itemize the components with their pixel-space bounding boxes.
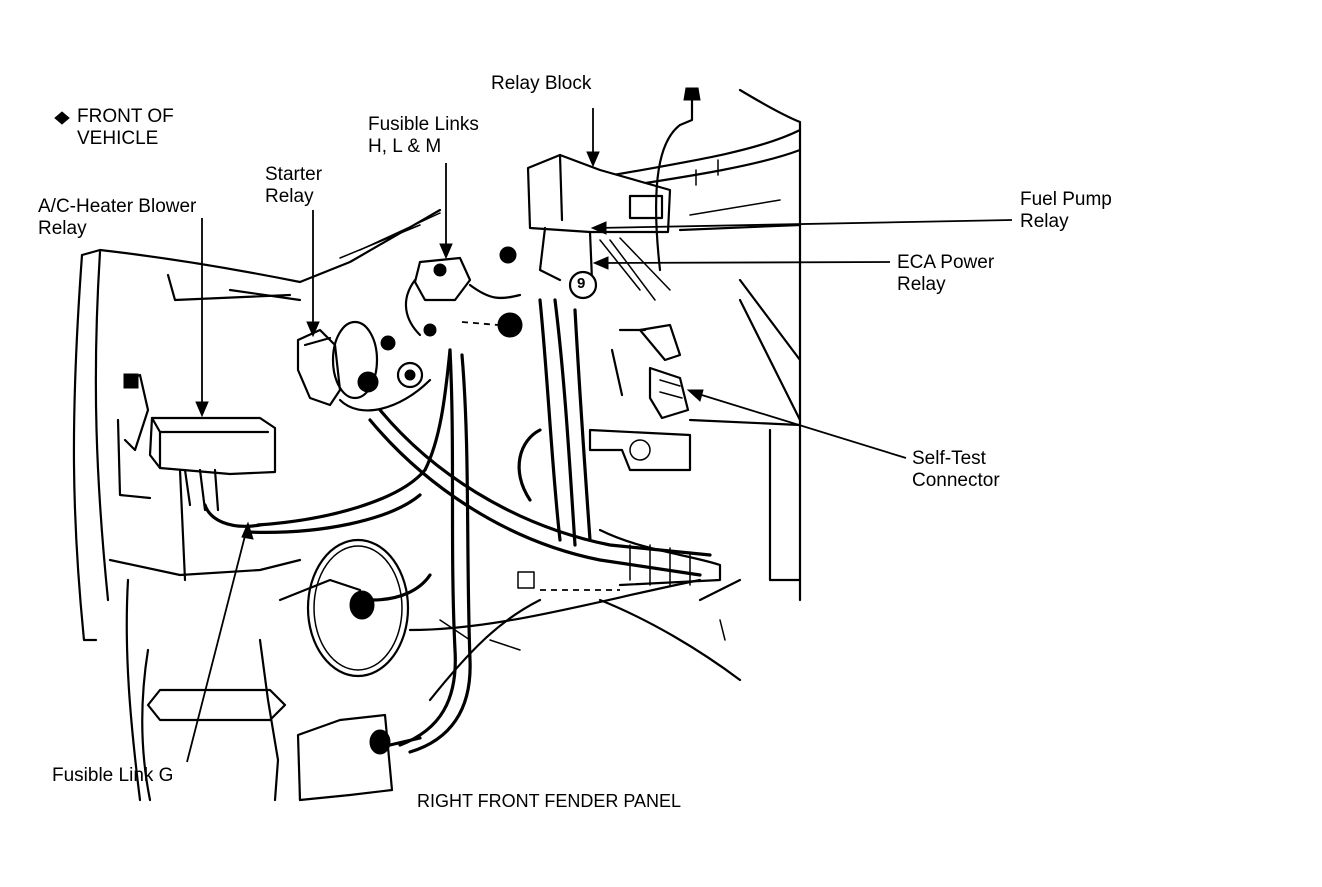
- leader-fuel-pump-relay: [595, 219, 1013, 229]
- fusible-links-hlm: [404, 256, 523, 338]
- fusible-links-line2: H, L & M: [368, 136, 442, 157]
- eca-power-line1: ECA Power: [897, 252, 995, 273]
- self-test-line1: Self-Test: [912, 448, 986, 469]
- fusible-links-label: Fusible Links H, L & M: [368, 114, 479, 158]
- eca-power-relay-label: ECA Power Relay: [897, 252, 994, 296]
- ac-heater-blower-relay-label: A/C-Heater Blower Relay: [38, 196, 196, 240]
- fusible-links-line1: Fusible Links: [368, 114, 479, 135]
- ground-bolt: [499, 87, 719, 272]
- relay-number-label: 9: [577, 275, 586, 292]
- fender-body-outline: [72, 88, 802, 802]
- relay-block-label: Relay Block: [491, 73, 592, 94]
- wiring-harness: [244, 298, 722, 754]
- fuel-pump-line1: Fuel Pump: [1020, 189, 1112, 210]
- leader-self-test-connector: [691, 391, 907, 459]
- starter-relay-label: Starter Relay: [265, 164, 322, 208]
- fender-panel-label: RIGHT FRONT FENDER PANEL: [417, 791, 682, 811]
- fusible-link-g-label: Fusible Link G: [52, 765, 174, 786]
- self-test-connector-label: Self-Test Connector: [912, 448, 1000, 492]
- starter-relay: [296, 320, 437, 412]
- fuel-pump-line2: Relay: [1020, 211, 1069, 232]
- front-direction-arrow-icon: [54, 111, 70, 125]
- leader-fusible-link-g: [186, 527, 248, 763]
- starter-relay-line1: Starter: [265, 164, 323, 185]
- self-test-line2: Connector: [912, 470, 1000, 491]
- headlamp-housing: [306, 538, 432, 678]
- starter-relay-line2: Relay: [265, 186, 314, 207]
- fuel-pump-relay-label: Fuel Pump Relay: [1020, 189, 1112, 233]
- ac-heater-line1: A/C-Heater Blower: [38, 196, 197, 217]
- leader-lines: [186, 108, 1013, 763]
- front-of-vehicle-label: FRONT OF VEHICLE: [77, 106, 174, 150]
- ac-heater-line2: Relay: [38, 218, 87, 239]
- lower-module: [296, 713, 422, 802]
- relay-block: [526, 153, 682, 397]
- self-test-connector: [588, 366, 692, 472]
- ac-heater-blower-relay: [123, 373, 277, 528]
- leader-eca-power-relay: [597, 261, 891, 264]
- eca-power-line2: Relay: [897, 274, 946, 295]
- front-of-vehicle-line1: FRONT OF: [77, 106, 174, 127]
- front-of-vehicle-line2: VEHICLE: [77, 128, 159, 149]
